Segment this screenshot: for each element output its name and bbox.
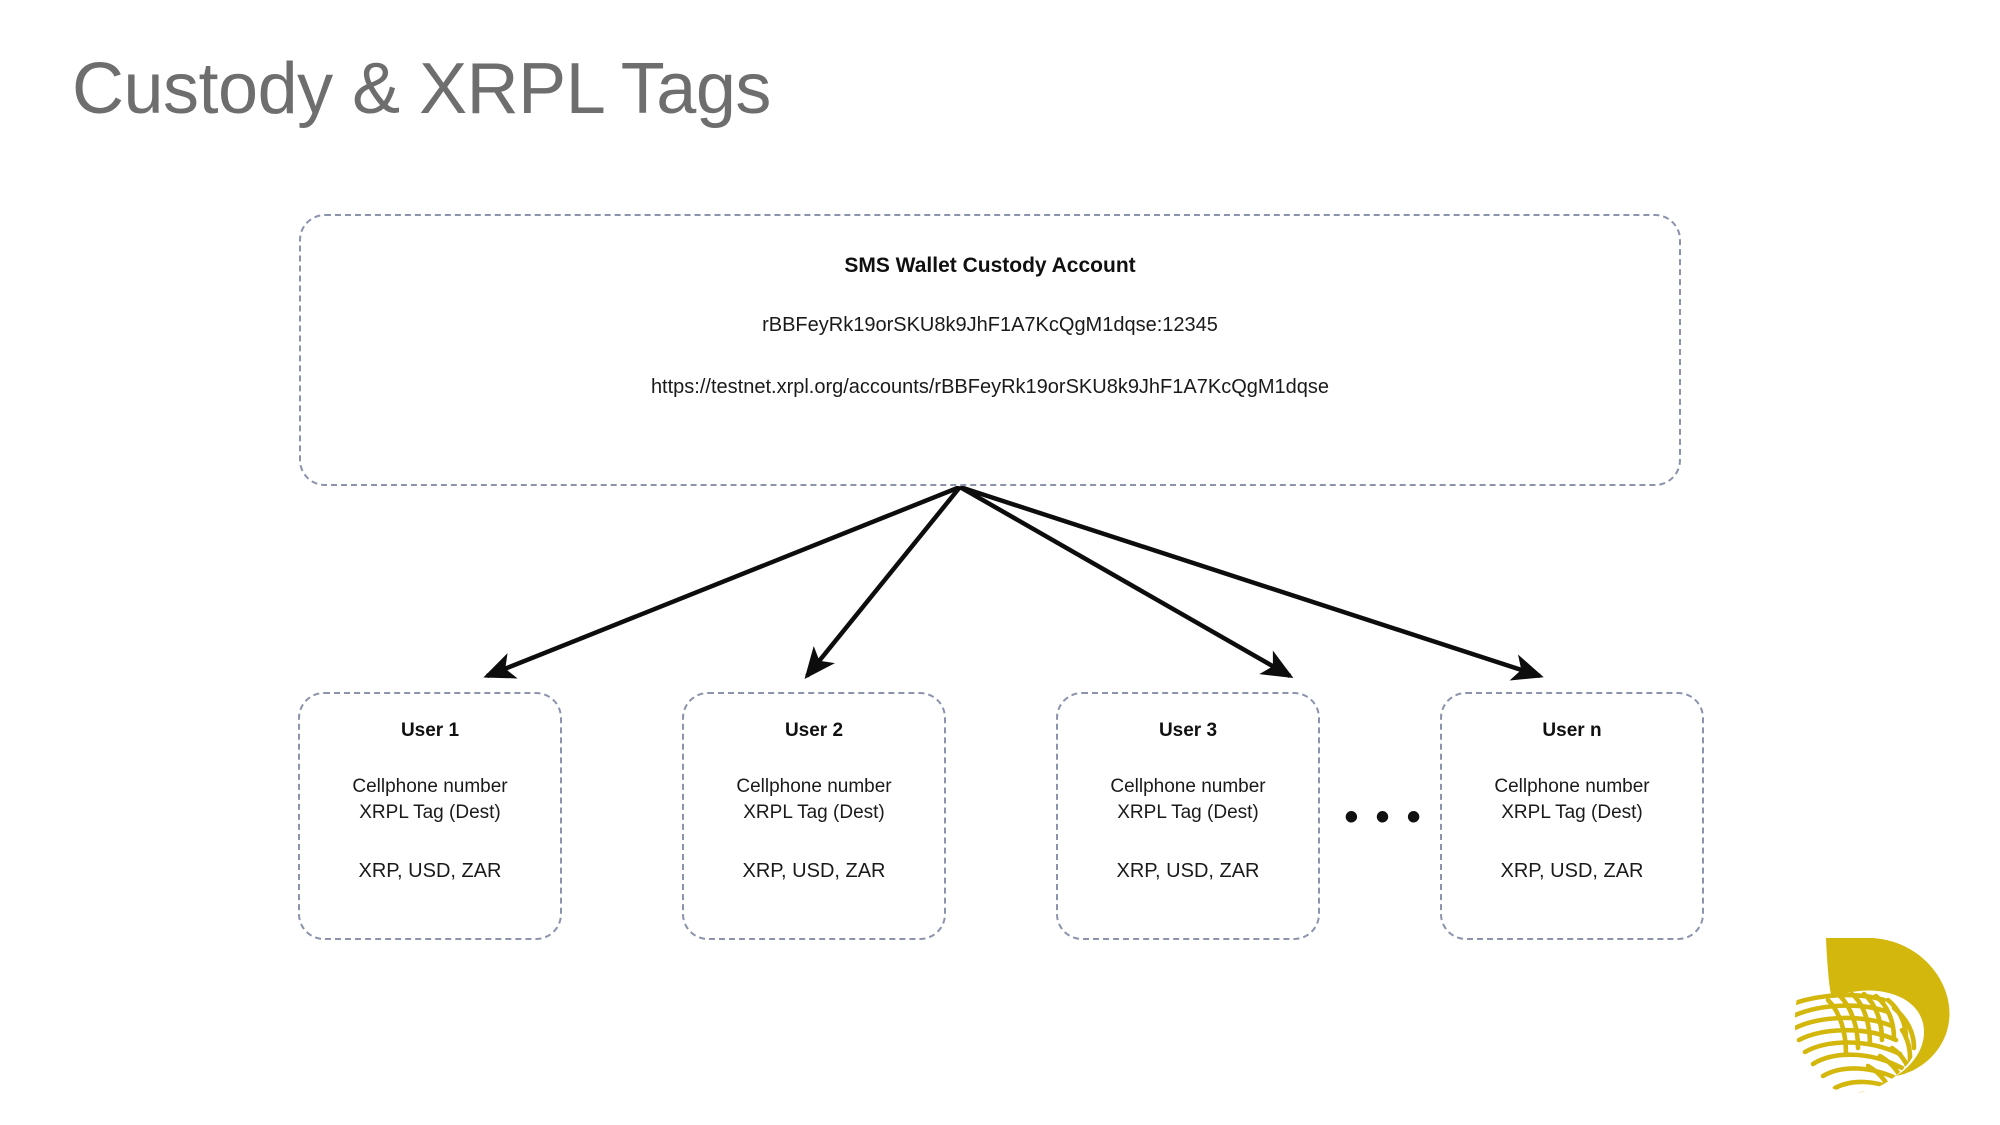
user-attribute-line-1: Cellphone number — [1494, 776, 1650, 797]
user-assets: XRP, USD, ZAR — [1116, 860, 1260, 882]
user-assets: XRP, USD, ZAR — [1500, 860, 1644, 882]
user-title: User n — [1542, 720, 1602, 741]
user-box-1: User 1 Cellphone number XRPL Tag (Dest) … — [298, 692, 562, 940]
user-assets: XRP, USD, ZAR — [742, 860, 886, 882]
user-attribute-line-2: XRPL Tag (Dest) — [1117, 802, 1259, 824]
arrow-to-user-2 — [804, 485, 962, 680]
user-attribute-line-1: Cellphone number — [736, 776, 892, 797]
user-attribute-line-2: XRPL Tag (Dest) — [359, 802, 501, 824]
user-attribute-line-1: Cellphone number — [352, 776, 508, 797]
custody-account-address: rBBFeyRk19orSKU8k9JhF1A7KcQgM1dqse:12345 — [762, 314, 1218, 336]
user-box-n: User n Cellphone number XRPL Tag (Dest) … — [1440, 692, 1704, 940]
user-attributes: Cellphone number XRPL Tag (Dest) — [684, 774, 944, 826]
user-attributes: Cellphone number XRPL Tag (Dest) — [1058, 774, 1318, 826]
custody-explorer-url[interactable]: https://testnet.xrpl.org/accounts/rBBFey… — [650, 376, 1330, 398]
user-title: User 1 — [400, 720, 460, 741]
user-attribute-line-2: XRPL Tag (Dest) — [743, 802, 885, 824]
arrow-to-user-n — [959, 484, 1544, 681]
user-assets: XRP, USD, ZAR — [358, 860, 502, 882]
ellipsis-indicator: • • • — [1344, 795, 1424, 839]
custody-account-box: SMS Wallet Custody Account rBBFeyRk19orS… — [299, 214, 1681, 486]
gold-fingerprint-teardrop-logo — [1794, 938, 1950, 1093]
user-attributes: Cellphone number XRPL Tag (Dest) — [1442, 774, 1702, 826]
user-attributes: Cellphone number XRPL Tag (Dest) — [300, 774, 560, 826]
user-title: User 2 — [784, 720, 844, 741]
user-attribute-line-1: Cellphone number — [1110, 776, 1266, 797]
user-title: User 3 — [1158, 720, 1218, 741]
arrow-to-user-1 — [483, 484, 961, 679]
page-title: Custody & XRPL Tags — [72, 49, 771, 129]
arrow-to-user-3 — [958, 485, 1294, 678]
user-box-2: User 2 Cellphone number XRPL Tag (Dest) … — [682, 692, 946, 940]
user-attribute-line-2: XRPL Tag (Dest) — [1501, 802, 1643, 824]
user-box-3: User 3 Cellphone number XRPL Tag (Dest) … — [1056, 692, 1320, 940]
custody-account-heading: SMS Wallet Custody Account — [844, 254, 1136, 277]
